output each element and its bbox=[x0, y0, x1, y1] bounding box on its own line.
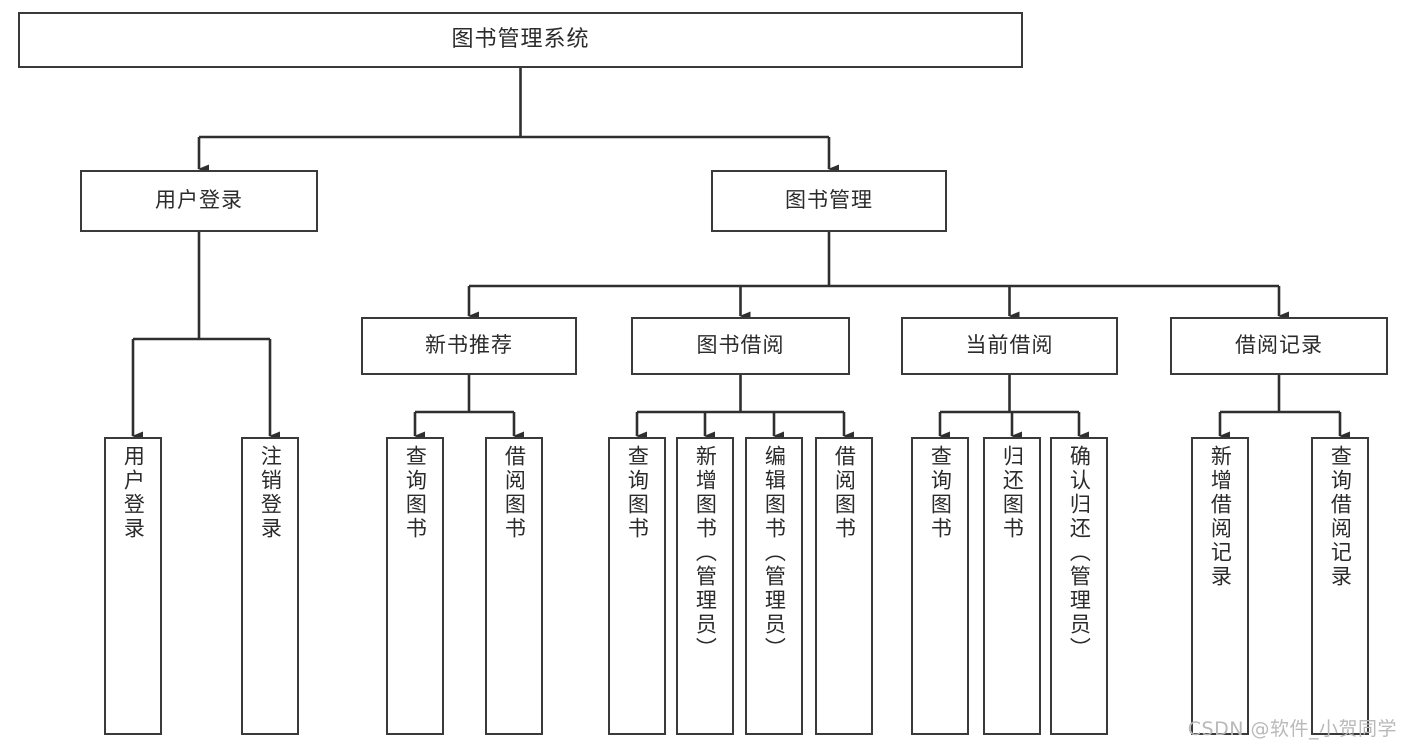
node-current-borrow[interactable]: 当前借阅 bbox=[901, 317, 1118, 375]
node-label: 查询图书 bbox=[625, 445, 650, 541]
node-leaf-confirm-return-admin[interactable]: 确认归还（管理员） bbox=[1050, 437, 1108, 735]
node-leaf-query-borrow-record[interactable]: 查询借阅记录 bbox=[1311, 437, 1369, 735]
node-leaf-add-book-admin[interactable]: 新增图书（管理员） bbox=[676, 437, 734, 735]
node-leaf-borrow-book[interactable]: 借阅图书 bbox=[815, 437, 873, 735]
node-label: 图书管理 bbox=[785, 188, 873, 213]
node-label: 编辑图书（管理员） bbox=[762, 445, 787, 661]
node-leaf-edit-book-admin[interactable]: 编辑图书（管理员） bbox=[745, 437, 803, 735]
node-label: 借阅图书 bbox=[832, 445, 857, 541]
node-leaf-logout-login[interactable]: 注销登录 bbox=[241, 437, 299, 735]
node-leaf-add-borrow-record[interactable]: 新增借阅记录 bbox=[1191, 437, 1249, 735]
node-user-login[interactable]: 用户登录 bbox=[80, 170, 318, 232]
node-label: 用户登录 bbox=[121, 445, 146, 541]
node-label: 确认归还（管理员） bbox=[1067, 445, 1092, 661]
node-root-system[interactable]: 图书管理系统 bbox=[18, 12, 1023, 68]
watermark-text: CSDN @软件_小贺同学 bbox=[1187, 718, 1397, 740]
node-label: 归还图书 bbox=[1000, 445, 1025, 541]
node-label: 当前借阅 bbox=[965, 333, 1054, 358]
node-leaf-query-book-borrow[interactable]: 查询图书 bbox=[608, 437, 666, 735]
node-leaf-return-book[interactable]: 归还图书 bbox=[983, 437, 1041, 735]
node-label: 查询借阅记录 bbox=[1328, 445, 1353, 589]
node-label: 借阅图书 bbox=[502, 445, 527, 541]
node-leaf-user-login[interactable]: 用户登录 bbox=[104, 437, 162, 735]
node-leaf-borrow-book-rec[interactable]: 借阅图书 bbox=[485, 437, 543, 735]
node-label: 图书借阅 bbox=[696, 333, 785, 358]
node-label: 查询图书 bbox=[403, 445, 428, 541]
node-leaf-query-book-rec[interactable]: 查询图书 bbox=[386, 437, 444, 735]
node-label: 新增图书（管理员） bbox=[693, 445, 718, 661]
node-label: 新书推荐 bbox=[425, 333, 513, 358]
node-new-book-recommend[interactable]: 新书推荐 bbox=[361, 317, 577, 375]
node-book-manage[interactable]: 图书管理 bbox=[711, 170, 947, 232]
node-label: 查询图书 bbox=[928, 445, 953, 541]
node-label: 借阅记录 bbox=[1235, 333, 1323, 358]
node-label: 新增借阅记录 bbox=[1208, 445, 1233, 589]
node-borrow-record[interactable]: 借阅记录 bbox=[1170, 317, 1388, 375]
node-label: 注销登录 bbox=[258, 445, 283, 541]
node-label: 图书管理系统 bbox=[451, 26, 590, 52]
node-leaf-query-book-cur[interactable]: 查询图书 bbox=[911, 437, 969, 735]
node-book-borrow[interactable]: 图书借阅 bbox=[631, 317, 850, 375]
node-label: 用户登录 bbox=[155, 188, 243, 213]
